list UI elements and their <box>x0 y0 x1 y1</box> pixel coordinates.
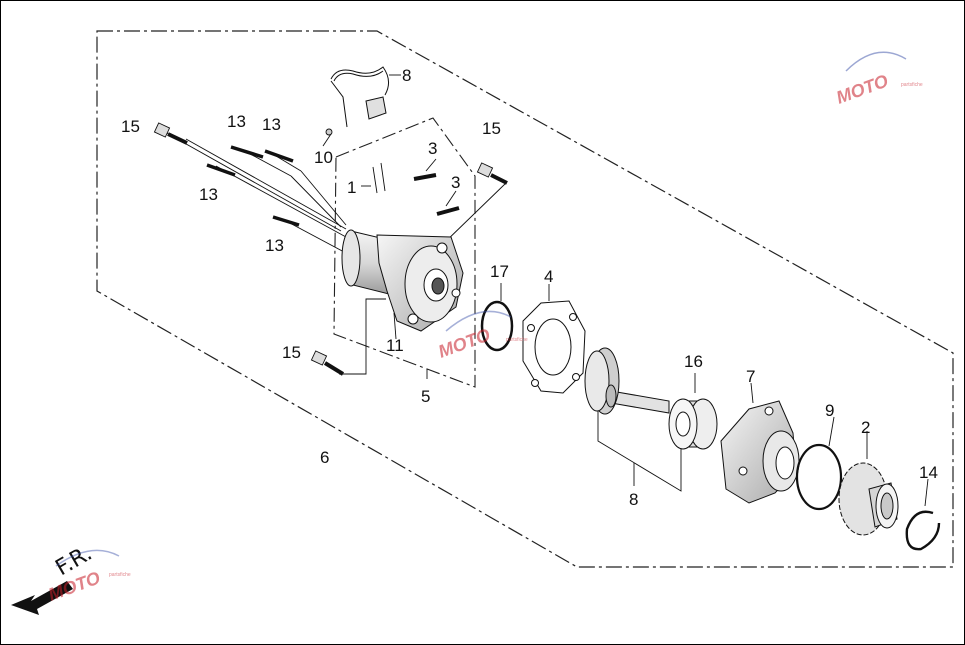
callout-16: 16 <box>684 352 703 371</box>
watermark-logo-text-center: MOTO <box>436 325 493 362</box>
wire-lead <box>330 66 389 128</box>
callout-8: 8 <box>629 490 638 509</box>
screw-12 <box>325 128 333 136</box>
callout-14: 14 <box>919 463 938 482</box>
callout-13-a: 13 <box>227 112 246 131</box>
callout-3-a: 3 <box>428 139 437 158</box>
callout-numbers: 8 10 3 3 1 15 15 15 13 13 13 13 17 4 11 … <box>121 66 938 509</box>
callout-17: 17 <box>490 262 509 281</box>
bolt-15-right <box>476 162 508 185</box>
cover-housing-7 <box>720 400 800 504</box>
bolts <box>153 122 508 376</box>
watermark-logo-text: MOTO <box>834 71 891 108</box>
assembly-boundary-6 <box>96 30 954 568</box>
bolt-13-d <box>272 215 300 227</box>
subassembly-boundary-5 <box>333 117 476 388</box>
callout-10: 9 <box>825 401 834 420</box>
o-ring-17 <box>480 300 514 352</box>
watermark-sub-center: partsfiche <box>506 337 528 343</box>
starter-motor <box>341 229 464 332</box>
gasket-4 <box>522 300 586 394</box>
o-ring-10 <box>795 443 843 511</box>
gear-shaft-8 <box>584 347 670 415</box>
leader-lines <box>162 74 929 507</box>
callout-5: 5 <box>421 387 430 406</box>
callout-6: 6 <box>320 448 329 467</box>
watermark-sub-bl: partsfiche <box>109 572 131 578</box>
callout-12: 10 <box>314 148 333 167</box>
spring-3-b <box>436 206 460 216</box>
callout-9: 8 <box>402 66 411 85</box>
bolt-15-bottom <box>310 350 345 376</box>
watermark-top-right: MOTO partsfiche <box>834 51 923 108</box>
callout-2: 2 <box>861 418 870 437</box>
watermark-sub: partsfiche <box>901 82 923 88</box>
callout-1: 1 <box>347 178 356 197</box>
spring-3-a <box>413 173 437 181</box>
circlip-14 <box>905 510 941 551</box>
callout-13-d: 13 <box>265 236 284 255</box>
sprocket-2 <box>838 462 899 536</box>
callout-7: 7 <box>746 367 755 386</box>
callout-15-bottom: 15 <box>282 343 301 362</box>
bolt-13-c <box>206 163 236 177</box>
bolt-15-top <box>153 122 188 145</box>
bolt-13-b <box>264 149 294 163</box>
bolt-13-a <box>230 145 264 159</box>
brush-1 <box>372 162 386 194</box>
callout-15-right: 15 <box>482 119 501 138</box>
callout-13-c: 13 <box>199 185 218 204</box>
arrow-icon <box>11 581 73 615</box>
callout-15-top: 15 <box>121 117 140 136</box>
callout-4: 4 <box>544 267 553 286</box>
bearing-16 <box>668 398 718 450</box>
callout-13-b: 13 <box>262 115 281 134</box>
callout-3-b: 3 <box>451 173 460 192</box>
callout-11: 11 <box>386 336 404 355</box>
